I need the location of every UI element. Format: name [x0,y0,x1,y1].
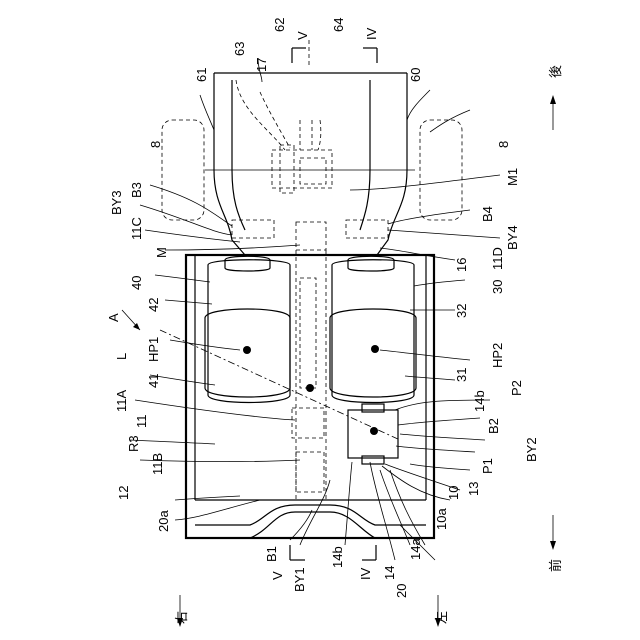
label-12: 12 [116,486,131,500]
section-marker-top [292,40,377,65]
label-11A: 11A [114,390,129,412]
label-B4: B4 [480,206,495,222]
label-M: M [154,247,169,258]
direction-front-label: 前 [548,559,563,572]
label-20: 20 [394,584,409,598]
label-M1: M1 [505,168,520,186]
label-10a: 10a [434,508,449,530]
label-V-top: V [295,31,310,40]
label-62: 62 [272,18,287,32]
label-HP1: HP1 [146,337,161,362]
label-13: 13 [466,482,481,496]
label-14: 14 [382,566,397,580]
wheel-right [162,120,204,220]
label-A: A [106,313,121,322]
label-31: 31 [454,368,469,382]
label-11: 11 [134,415,149,429]
label-BY4: BY4 [505,225,520,250]
direction-left-label: 左 [434,611,449,624]
label-BY2: BY2 [524,437,539,462]
rear-drive-unit [236,80,332,193]
label-41: 41 [146,374,161,388]
label-61: 61 [194,68,209,82]
rear-frame [205,73,415,255]
label-HP2: HP2 [490,343,505,368]
label-B1: B1 [264,546,279,562]
label-8-right: 8 [148,141,163,148]
label-11D: 11D [490,247,505,270]
motor-M [296,222,326,250]
seat-right [205,256,290,402]
cabin [186,255,434,538]
label-20a: 20a [156,510,171,532]
label-11B: 11B [150,453,165,475]
label-60: 60 [408,68,423,82]
label-8-left: 8 [496,141,511,148]
label-14a: 14a [408,538,423,560]
labels: 61 63 17 62 V 64 IV 60 8 8 M1 BY3 B3 11C… [106,18,563,624]
point-P2 [306,384,314,392]
label-14b-bottom: 14b [330,546,345,568]
hip-point-HP2 [371,345,379,353]
label-P2: P2 [509,380,524,396]
arrow-A-head [133,323,140,330]
label-42: 42 [146,298,161,312]
label-V-bottom: V [270,571,285,580]
label-17: 17 [254,58,269,72]
label-L: L [114,353,129,360]
label-R3: R3 [126,435,141,452]
label-14b-top: 14b [472,390,487,412]
label-B2: B2 [486,418,501,434]
label-64: 64 [331,18,346,32]
battery-B4 [346,220,388,238]
label-B3: B3 [129,182,144,198]
direction-right-label: 右 [174,611,189,624]
direction-rear-label: 後 [548,65,563,78]
label-BY3: BY3 [109,190,124,215]
center-tunnel [292,250,326,500]
point-P1 [370,427,378,435]
seat-left [330,256,416,402]
wheel-left [420,120,462,220]
label-30: 30 [490,280,505,294]
label-40: 40 [129,276,144,290]
reference-line-L [160,330,400,440]
label-63: 63 [232,42,247,56]
label-BY1: BY1 [292,567,307,592]
label-P1: P1 [480,458,495,474]
label-16: 16 [454,258,469,272]
hip-point-HP1 [243,346,251,354]
label-32: 32 [454,304,469,318]
label-11C: 11C [129,217,144,240]
label-IV-top: IV [364,27,379,40]
label-10: 10 [446,486,461,500]
label-IV-bottom: IV [358,567,373,580]
battery-B3 [232,220,274,238]
